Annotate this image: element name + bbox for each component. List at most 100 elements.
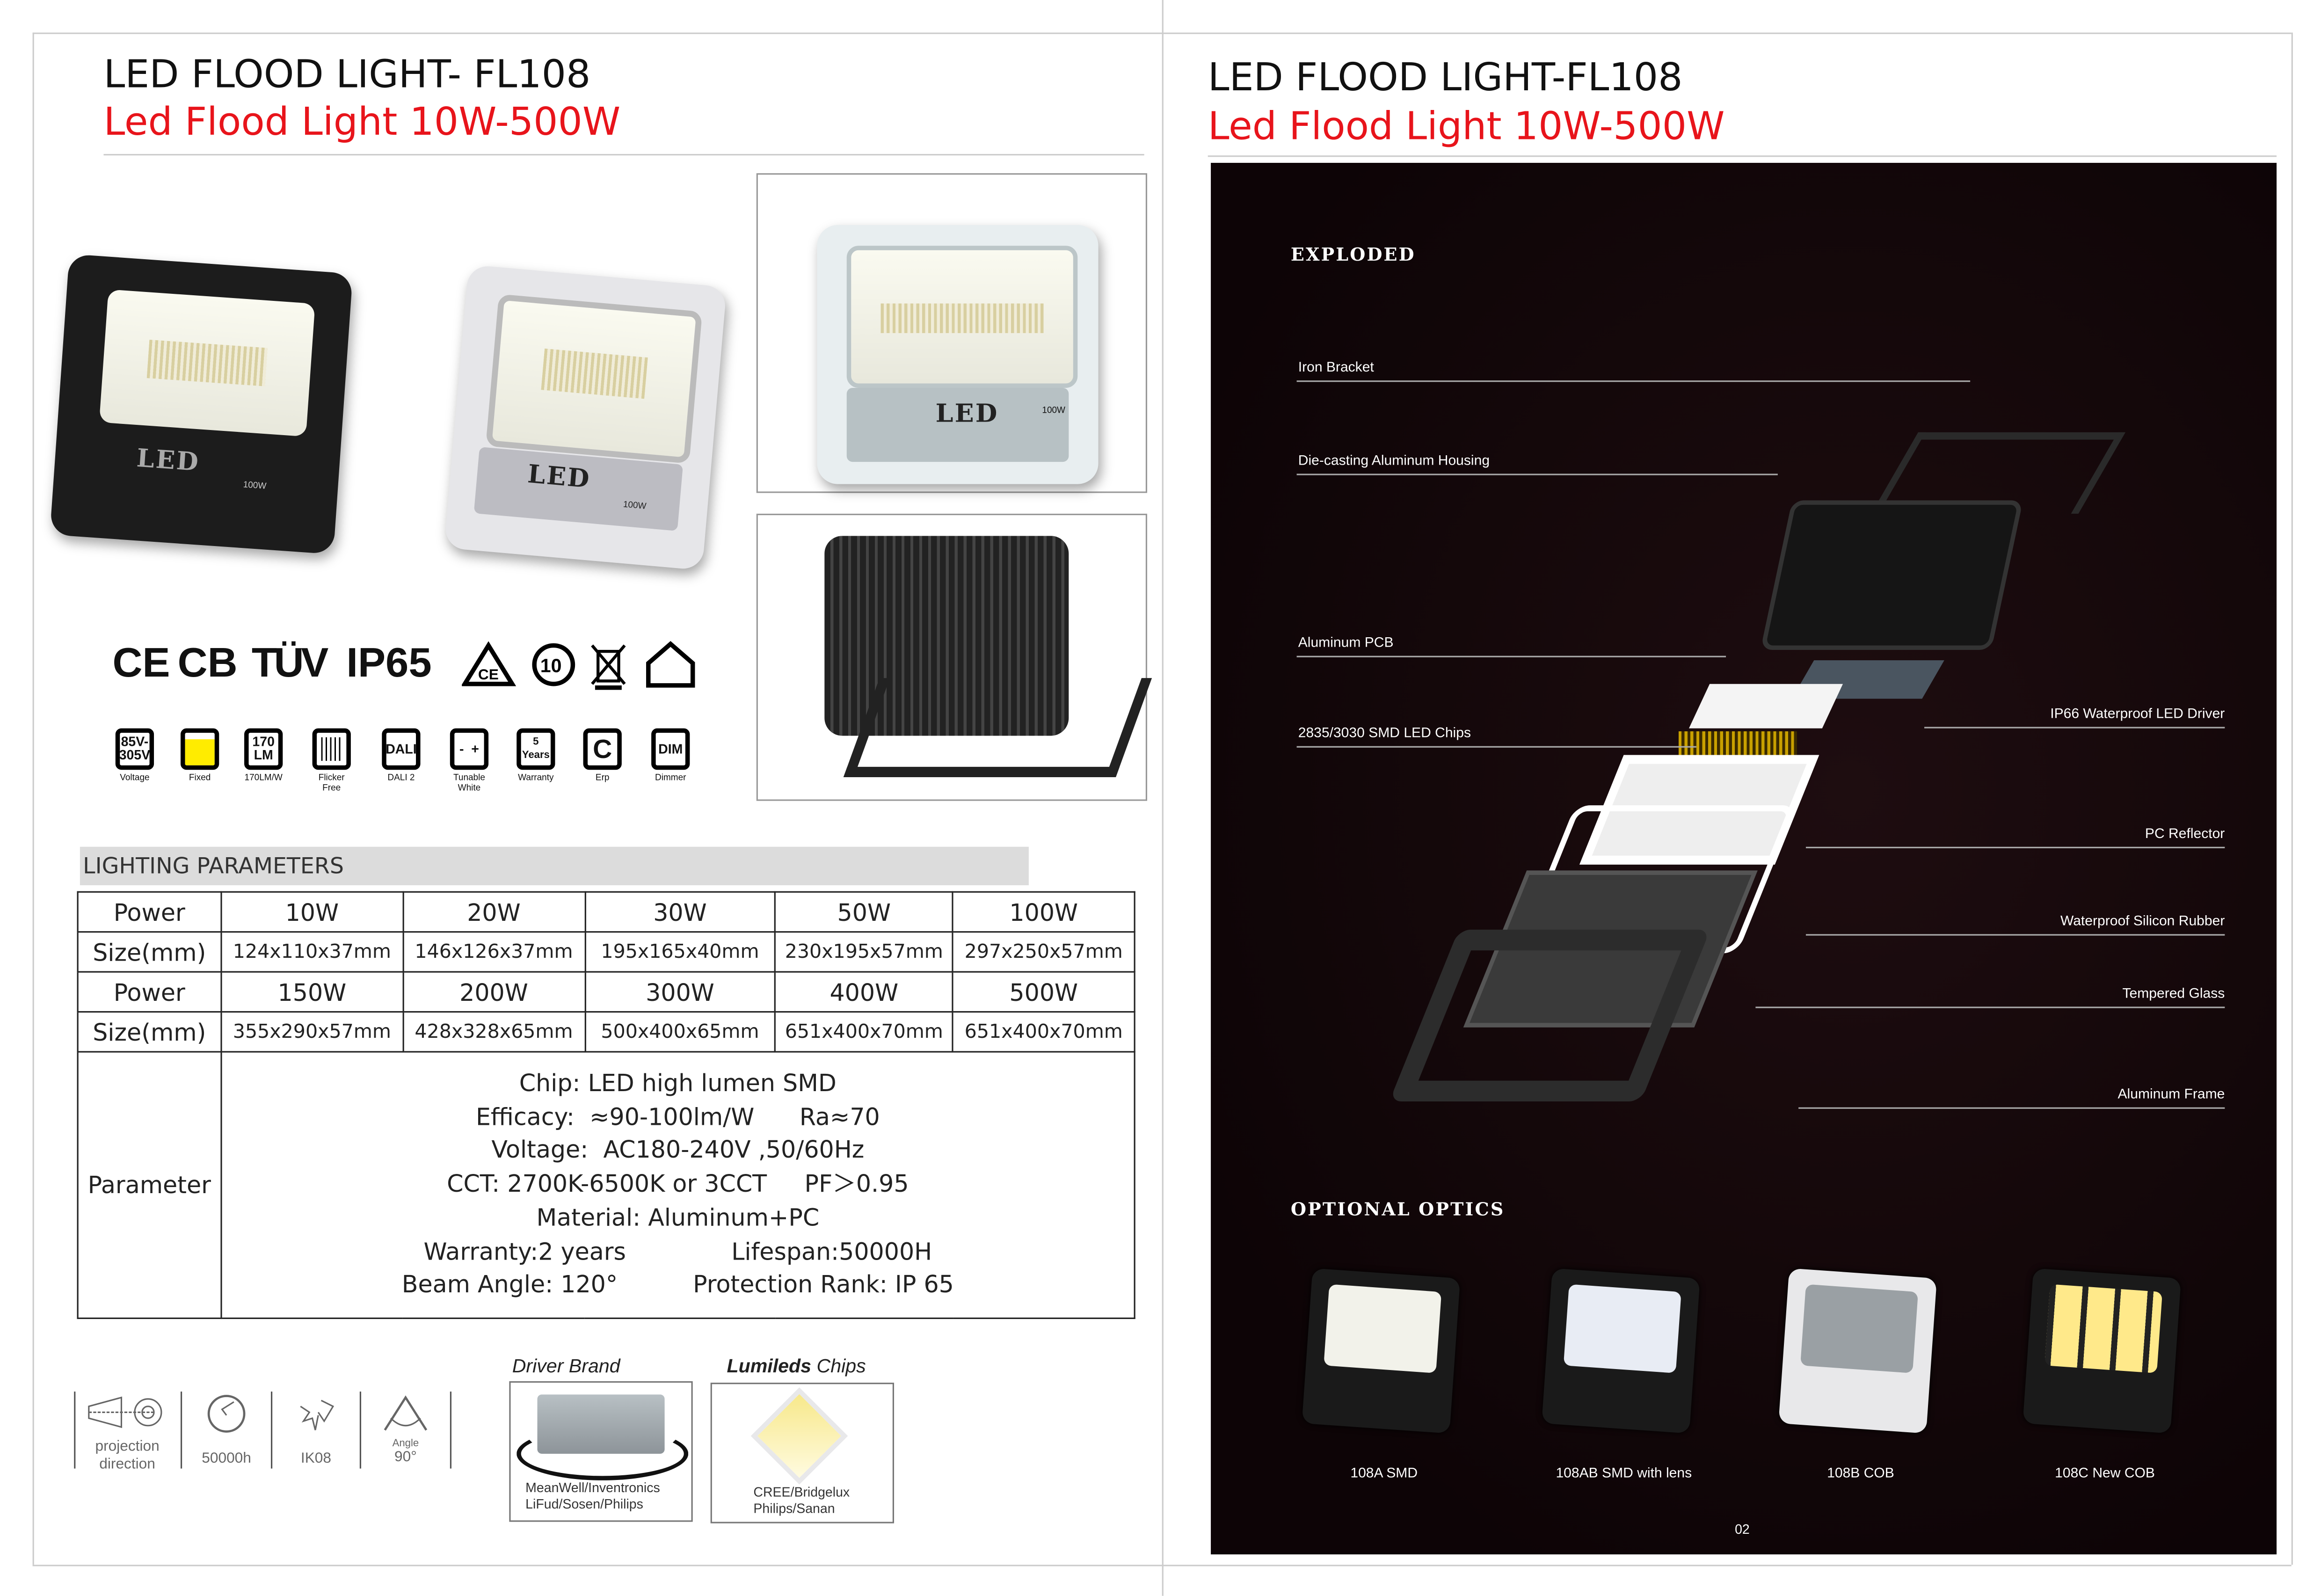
optics-label: 108AB SMD with lens xyxy=(1556,1465,1692,1482)
clock-icon xyxy=(207,1395,246,1433)
exploded-label-right: Waterproof Silicon Rubber xyxy=(2060,913,2225,930)
table-cell: 200W xyxy=(402,971,586,1013)
parameter-line: Warranty:2 years Lifespan:50000H xyxy=(423,1237,932,1265)
aluminum-pcb xyxy=(1689,684,1843,729)
10-years-icon: 10 xyxy=(532,643,575,686)
lifespan-item: 50000h xyxy=(183,1392,269,1469)
chips-box: CREE/Bridgelux Philips/Sanan xyxy=(710,1383,894,1523)
product-white-angle: LED 100W xyxy=(817,225,1099,484)
table-cell: 651x400x70mm xyxy=(952,1011,1135,1053)
leader-line xyxy=(1296,746,1696,748)
feature-label-tunable-white: Tunable White xyxy=(453,774,485,794)
chips-title: Lumileds Chips xyxy=(727,1354,866,1377)
feature-icon-dimmer-icon: DIM xyxy=(651,728,690,770)
feature-label-warranty: Warranty xyxy=(518,774,554,783)
parameter-line: Efficacy: ≈90-100lm/W Ra≈70 xyxy=(475,1102,880,1131)
table-cell: 651x400x70mm xyxy=(774,1011,953,1053)
row-header: Size(mm) xyxy=(77,1011,222,1053)
leader-line xyxy=(1296,380,1971,382)
feature-icon-dali-icon: DALI xyxy=(382,728,421,770)
feature-icon-fixed-icon xyxy=(180,728,219,770)
feature-icon-flicker-free-icon xyxy=(312,728,351,770)
cert-icons: CE 10 xyxy=(462,641,695,690)
feature-label-voltage: Voltage xyxy=(120,774,150,783)
exploded-label-right: PC Reflector xyxy=(2145,826,2225,843)
left-title: LED FLOOD LIGHT- FL108 xyxy=(103,53,591,98)
ip65-mark: IP65 xyxy=(346,639,432,685)
cb-mark: CB xyxy=(177,639,238,685)
tuv-mark: TÜV xyxy=(251,639,329,685)
feature-icon-erp-icon: C xyxy=(583,728,622,770)
table-cell: 10W xyxy=(220,891,404,933)
exploded-label-right: IP66 Waterproof LED Driver xyxy=(2050,706,2225,722)
parameter-label: Parameter xyxy=(77,1051,222,1319)
projection-direction-icon xyxy=(88,1396,162,1428)
left-title-rule xyxy=(103,154,1144,156)
feature-label-dimmer: Dimmer xyxy=(655,774,686,783)
table-cell: 195x165x40mm xyxy=(584,931,776,973)
left-subtitle: Led Flood Light 10W-500W xyxy=(103,101,621,146)
exploded-label-right: Aluminum Frame xyxy=(2117,1086,2225,1103)
table-cell: 124x110x37mm xyxy=(220,931,404,973)
right-subtitle: Led Flood Light 10W-500W xyxy=(1208,105,1725,150)
smd-chip-image xyxy=(750,1387,848,1485)
optics-window xyxy=(2045,1284,2163,1373)
feature-label-erp: Erp xyxy=(595,774,610,783)
svg-text:10: 10 xyxy=(540,655,562,676)
feature-icon-voltage-icon: 85V- 305V xyxy=(115,728,154,770)
heatsink-back xyxy=(824,536,1069,736)
product-photo-white-frame: LED 100W xyxy=(756,173,1148,493)
projection-direction-item: projection direction xyxy=(77,1392,178,1474)
row-header: Size(mm) xyxy=(77,931,222,973)
exploded-label-left: Aluminum PCB xyxy=(1298,635,1394,652)
feature-label-efficacy: 170LM/W xyxy=(244,774,283,783)
table-cell: 146x126x37mm xyxy=(402,931,586,973)
feature-label-flicker-free: Flicker Free xyxy=(318,774,345,794)
optics-label: 108C New COB xyxy=(2055,1465,2155,1482)
feature-label-fixed: Fixed xyxy=(189,774,211,783)
table-cell: 50W xyxy=(774,891,953,933)
feature-icon-tunable-white-icon: - + xyxy=(450,728,489,770)
feature-label-dali: DALI 2 xyxy=(387,774,415,783)
bracket xyxy=(843,678,1152,778)
page-divider xyxy=(1162,0,1164,1596)
exploded-label-right: Tempered Glass xyxy=(2122,986,2225,1002)
product-white-front: LED 100W xyxy=(444,264,727,570)
table-cell: 500W xyxy=(952,971,1135,1013)
optics-product-image xyxy=(2023,1268,2182,1434)
parameter-line: Material: Aluminum+PC xyxy=(536,1203,820,1232)
right-title-rule xyxy=(1208,155,2277,157)
leader-line xyxy=(1805,934,2225,936)
table-cell: 150W xyxy=(220,971,404,1013)
row-header: Power xyxy=(77,891,222,933)
optics-window xyxy=(1800,1284,1919,1373)
page-number: 02 xyxy=(1735,1522,1750,1537)
product-photo-back xyxy=(756,513,1152,801)
optics-product-image xyxy=(1778,1268,1937,1434)
driver-cable xyxy=(517,1427,689,1480)
frame-left xyxy=(32,32,34,1565)
table-cell: 355x290x57mm xyxy=(220,1011,404,1053)
optics-window xyxy=(1324,1284,1442,1373)
exploded-label-left: Die-casting Aluminum Housing xyxy=(1298,453,1490,469)
svg-text:CE: CE xyxy=(478,666,499,683)
exploded-label-left: 2835/3030 SMD LED Chips xyxy=(1298,725,1471,742)
exploded-label-left: Iron Bracket xyxy=(1298,359,1374,376)
weee-bin-icon xyxy=(591,644,626,690)
leader-line xyxy=(1296,656,1726,657)
exploded-heading: EXPLODED xyxy=(1290,244,1416,265)
optics-label: 108A SMD xyxy=(1350,1465,1418,1482)
table-cell: 20W xyxy=(402,891,586,933)
indoor-house-icon xyxy=(646,641,695,688)
leader-line xyxy=(1755,1006,2225,1008)
leader-line xyxy=(1296,474,1778,475)
leader-line xyxy=(1924,727,2225,729)
right-title: LED FLOOD LIGHT-FL108 xyxy=(1208,56,1683,101)
product-black-front: LED 100W xyxy=(50,254,353,554)
row-header: Power xyxy=(77,971,222,1013)
